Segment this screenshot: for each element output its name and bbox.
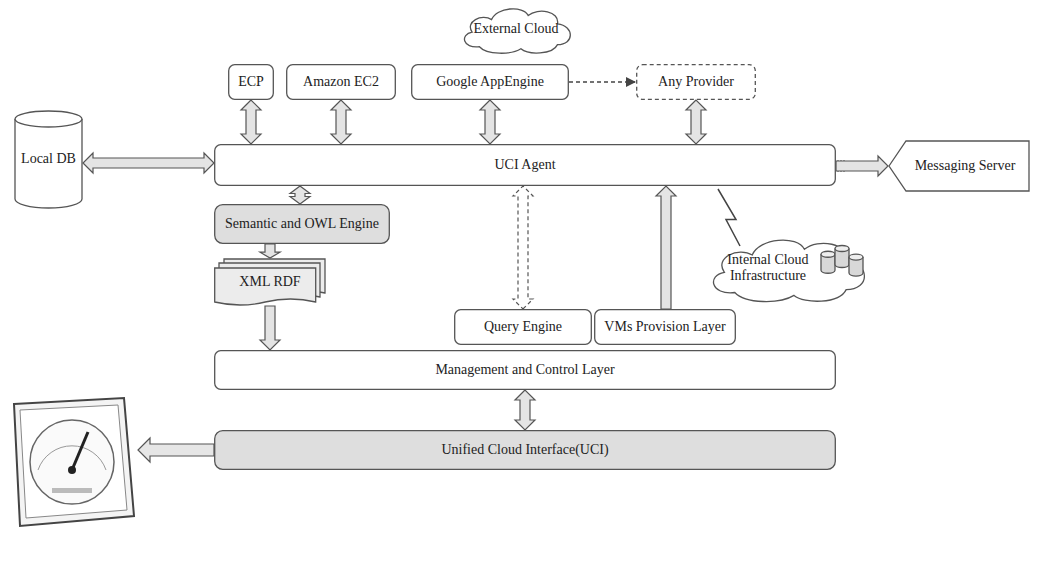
shape-outline	[464, 9, 570, 53]
shape-outline	[849, 254, 863, 260]
node-label: Any Provider	[658, 74, 734, 90]
provider-box: Amazon EC2	[286, 64, 396, 100]
database-cylinder: Local DB	[14, 110, 83, 208]
server-shape: Messaging Server	[888, 140, 1030, 192]
shape-outline	[215, 351, 836, 390]
connector-arrow	[836, 156, 888, 176]
layer-band: Management and Control Layer	[214, 350, 836, 390]
node-label: External Cloud	[473, 21, 558, 37]
node-label: Query Engine	[484, 319, 562, 335]
cloud-shape: Internal Cloud Infrastructure	[700, 232, 874, 304]
connector-arrow	[718, 189, 740, 246]
node-label: XML RDF	[239, 274, 300, 290]
agent-band: UCI Agent	[214, 144, 836, 186]
engine-box: Semantic and OWL Engine	[214, 204, 390, 244]
shape-outline	[455, 310, 592, 345]
node-label: Amazon EC2	[303, 74, 379, 90]
node-label: Local DB	[21, 151, 76, 167]
shape-outline	[889, 141, 1029, 191]
cost-gauge-icon	[14, 398, 134, 526]
shape-outline	[215, 268, 316, 305]
node-label: Google AppEngine	[436, 74, 544, 90]
process-box: Query Engine	[454, 309, 592, 345]
node-label: Unified Cloud Interface(UCI)	[441, 442, 608, 458]
shape-outline	[835, 245, 849, 251]
connector-arrow	[515, 390, 535, 430]
connector-arrow	[331, 100, 351, 144]
interface-band: Unified Cloud Interface(UCI)	[214, 430, 836, 470]
node-label: Internal Cloud Infrastructure	[712, 252, 824, 284]
connector-arrow	[513, 186, 533, 309]
shape-outline	[287, 65, 396, 100]
shape-outline	[412, 65, 569, 100]
output-arrow	[138, 438, 214, 462]
shape-outline	[215, 145, 836, 186]
connector-arrow	[241, 100, 261, 144]
connector-arrow	[260, 306, 280, 350]
document-stack: XML RDF	[214, 258, 326, 306]
connector-arrow	[480, 100, 500, 144]
connector-arrow	[569, 81, 635, 82]
node-label: VMs Provision Layer	[604, 319, 725, 335]
node-label: Semantic and OWL Engine	[225, 216, 379, 232]
shape-outline	[595, 310, 736, 345]
connector-arrow	[260, 244, 280, 258]
shape-outline	[215, 431, 836, 470]
node-label: UCI Agent	[494, 157, 555, 173]
node-label: ECP	[238, 74, 264, 90]
node-label: Management and Control Layer	[435, 362, 614, 378]
provider-box: ECP	[228, 64, 274, 100]
shape-outline	[229, 65, 274, 100]
connector-arrow	[83, 153, 214, 173]
cloud-shape: External Cloud	[455, 3, 577, 55]
shape-outline	[637, 65, 756, 100]
node-label: Messaging Server	[915, 158, 1016, 174]
shape-outline	[15, 111, 82, 127]
shape-outline	[15, 119, 82, 208]
provider-box: Any Provider	[636, 64, 756, 100]
provider-box: Google AppEngine	[411, 64, 569, 100]
connector-arrow	[686, 100, 706, 144]
process-box: VMs Provision Layer	[594, 309, 736, 345]
connector-arrow	[656, 186, 676, 309]
shape-outline	[215, 205, 390, 244]
shape-outline	[821, 251, 835, 257]
connector-arrow	[290, 186, 310, 204]
